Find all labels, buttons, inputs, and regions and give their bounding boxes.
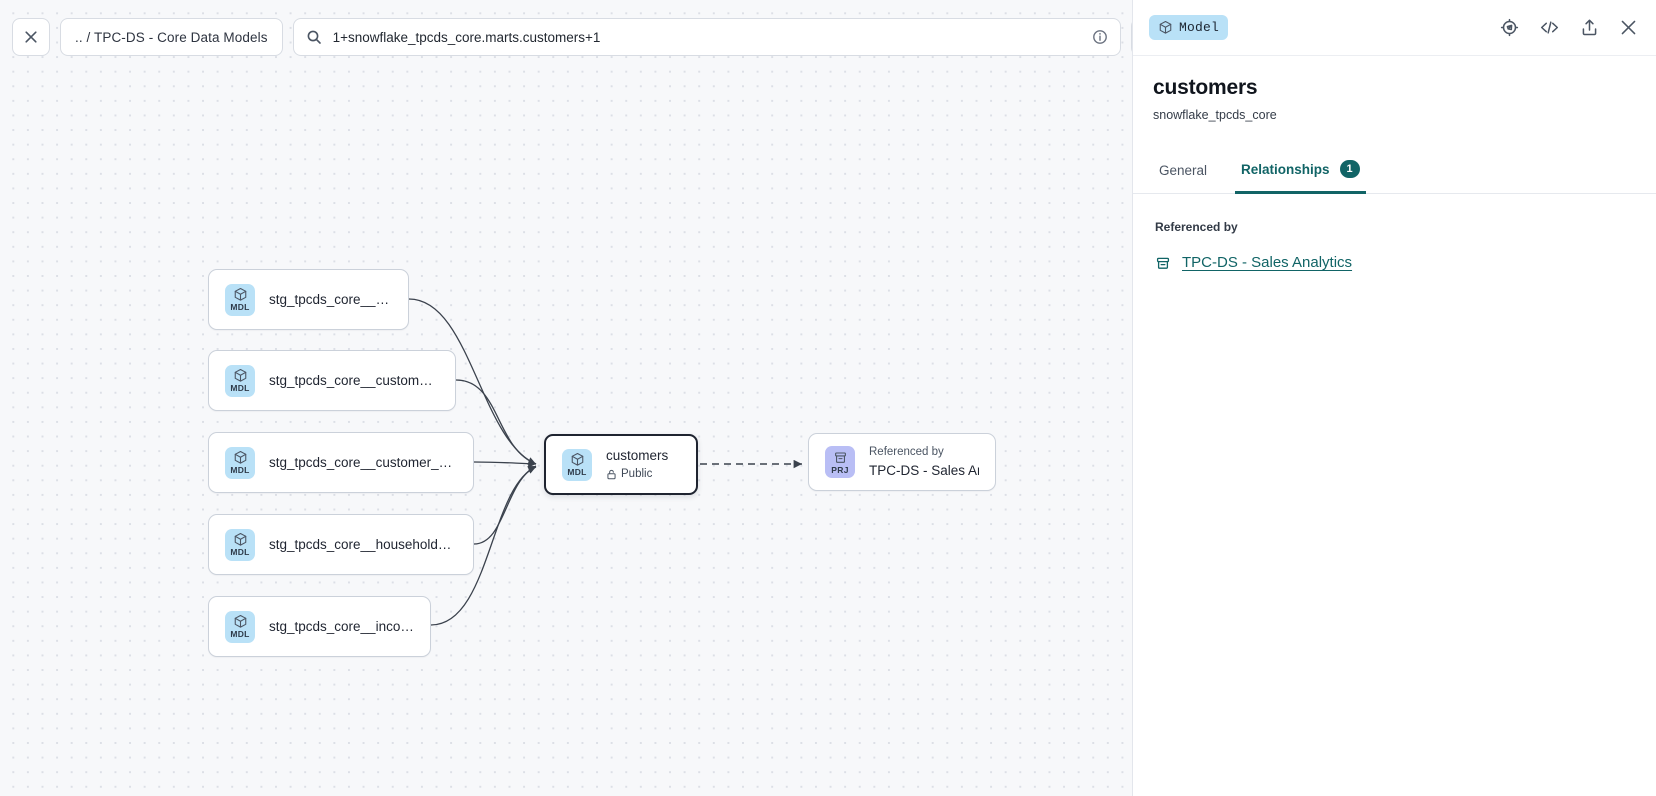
close-icon: [25, 31, 37, 43]
canvas-toolbar: .. / TPC-DS - Core Data Models: [12, 18, 1132, 56]
cube-icon: [234, 288, 246, 301]
node-badge-text: MDL: [230, 629, 250, 640]
node-title: customers: [606, 448, 669, 464]
focus-button[interactable]: [1500, 18, 1519, 37]
graph-node-upstream-3[interactable]: MDL stg_tpcds_core__household_demogr…: [208, 514, 474, 575]
close-lineage-button[interactable]: [12, 18, 50, 56]
cube-icon: [571, 453, 583, 466]
details-panel: Model: [1132, 0, 1656, 796]
view-code-button[interactable]: [1539, 18, 1560, 37]
edge-4: [473, 465, 537, 545]
node-title: TPC-DS - Sales Analytics: [869, 462, 979, 478]
tab-relationships-label: Relationships: [1241, 161, 1330, 177]
node-badge-mdl: MDL: [225, 283, 255, 316]
cube-icon: [234, 615, 246, 628]
node-label: stg_tpcds_core__income_band: [269, 619, 414, 634]
cube-icon: [234, 533, 246, 546]
node-badge-mdl: MDL: [225, 610, 255, 643]
node-badge-text: MDL: [230, 302, 250, 313]
code-icon: [1540, 21, 1559, 34]
node-badge-text: MDL: [230, 383, 250, 394]
breadcrumb-label: .. / TPC-DS - Core Data Models: [75, 29, 268, 45]
node-kicker: Referenced by: [869, 445, 944, 458]
tab-relationships[interactable]: Relationships 1: [1235, 152, 1366, 194]
referenced-by-link[interactable]: TPC-DS - Sales Analytics: [1182, 254, 1353, 271]
info-icon[interactable]: [1092, 29, 1108, 45]
cube-icon: [234, 451, 246, 464]
close-icon: [1621, 20, 1636, 35]
list-item[interactable]: TPC-DS - Sales Analytics: [1155, 254, 1636, 271]
focus-icon: [1500, 18, 1519, 37]
panel-topbar: Model: [1133, 0, 1656, 56]
node-badge-mdl: MDL: [225, 364, 255, 397]
node-badge-mdl: MDL: [225, 446, 255, 479]
page-title: customers: [1153, 76, 1258, 99]
tab-relationships-count: 1: [1339, 160, 1360, 178]
tab-general[interactable]: General: [1153, 155, 1213, 194]
graph-node-project[interactable]: PRJ Referenced by TPC-DS - Sales Analyti…: [808, 433, 996, 491]
edge-3: [473, 459, 537, 468]
cube-icon: [234, 369, 246, 382]
panel-body: Referenced by TPC-DS - Sales Analytics: [1133, 194, 1656, 271]
search-input[interactable]: [332, 29, 1081, 45]
breadcrumb[interactable]: .. / TPC-DS - Core Data Models: [60, 18, 283, 56]
close-panel-button[interactable]: [1619, 18, 1638, 37]
refresh-button[interactable]: [1130, 18, 1132, 56]
tab-general-label: General: [1159, 163, 1208, 178]
project-icon: [834, 452, 846, 463]
panel-subtitle: snowflake_tpcds_core: [1153, 108, 1277, 122]
graph-node-selected-customers[interactable]: MDL customers Public: [544, 434, 698, 495]
node-badge-text: MDL: [230, 465, 250, 476]
node-label: stg_tpcds_core__customer_address: [269, 373, 439, 388]
node-body: customers Public: [606, 446, 668, 482]
cube-icon: [1159, 20, 1172, 34]
entity-type-badge: Model: [1149, 15, 1229, 40]
search-bar[interactable]: [292, 18, 1121, 56]
node-badge-text: MDL: [567, 467, 587, 478]
share-icon: [1582, 19, 1597, 36]
share-button[interactable]: [1580, 18, 1599, 37]
entity-type-label: Model: [1179, 20, 1220, 35]
graph-node-upstream-1[interactable]: MDL stg_tpcds_core__customer_address: [208, 350, 456, 411]
lineage-canvas[interactable]: .. / TPC-DS - Core Data Models: [0, 0, 1132, 796]
node-access: Public: [606, 466, 668, 483]
panel-tabs: General Relationships 1: [1133, 152, 1656, 194]
panel-header: customers snowflake_tpcds_core: [1133, 56, 1656, 122]
panel-actions: [1500, 18, 1638, 37]
graph-node-upstream-4[interactable]: MDL stg_tpcds_core__income_band: [208, 596, 431, 657]
node-label: stg_tpcds_core__customer: [269, 292, 392, 307]
graph-node-upstream-2[interactable]: MDL stg_tpcds_core__customer_demogra…: [208, 432, 474, 493]
node-body: Referenced by TPC-DS - Sales Analytics: [869, 444, 979, 480]
lineage-edges: [408, 298, 802, 626]
referenced-by-label: Referenced by: [1155, 220, 1238, 234]
node-badge-prj: PRJ: [825, 446, 855, 478]
node-badge-text: PRJ: [831, 464, 849, 475]
lock-icon: [607, 469, 616, 479]
project-icon: [1156, 257, 1170, 269]
node-access-label: Public: [621, 467, 653, 480]
node-label: stg_tpcds_core__customer_demogra…: [269, 455, 457, 470]
search-icon: [307, 30, 321, 44]
graph-node-upstream-0[interactable]: MDL stg_tpcds_core__customer: [208, 269, 409, 330]
node-badge-text: MDL: [230, 547, 250, 558]
node-label: stg_tpcds_core__household_demogr…: [269, 537, 457, 552]
node-badge-mdl: MDL: [225, 528, 255, 561]
node-badge-mdl: MDL: [562, 448, 592, 481]
